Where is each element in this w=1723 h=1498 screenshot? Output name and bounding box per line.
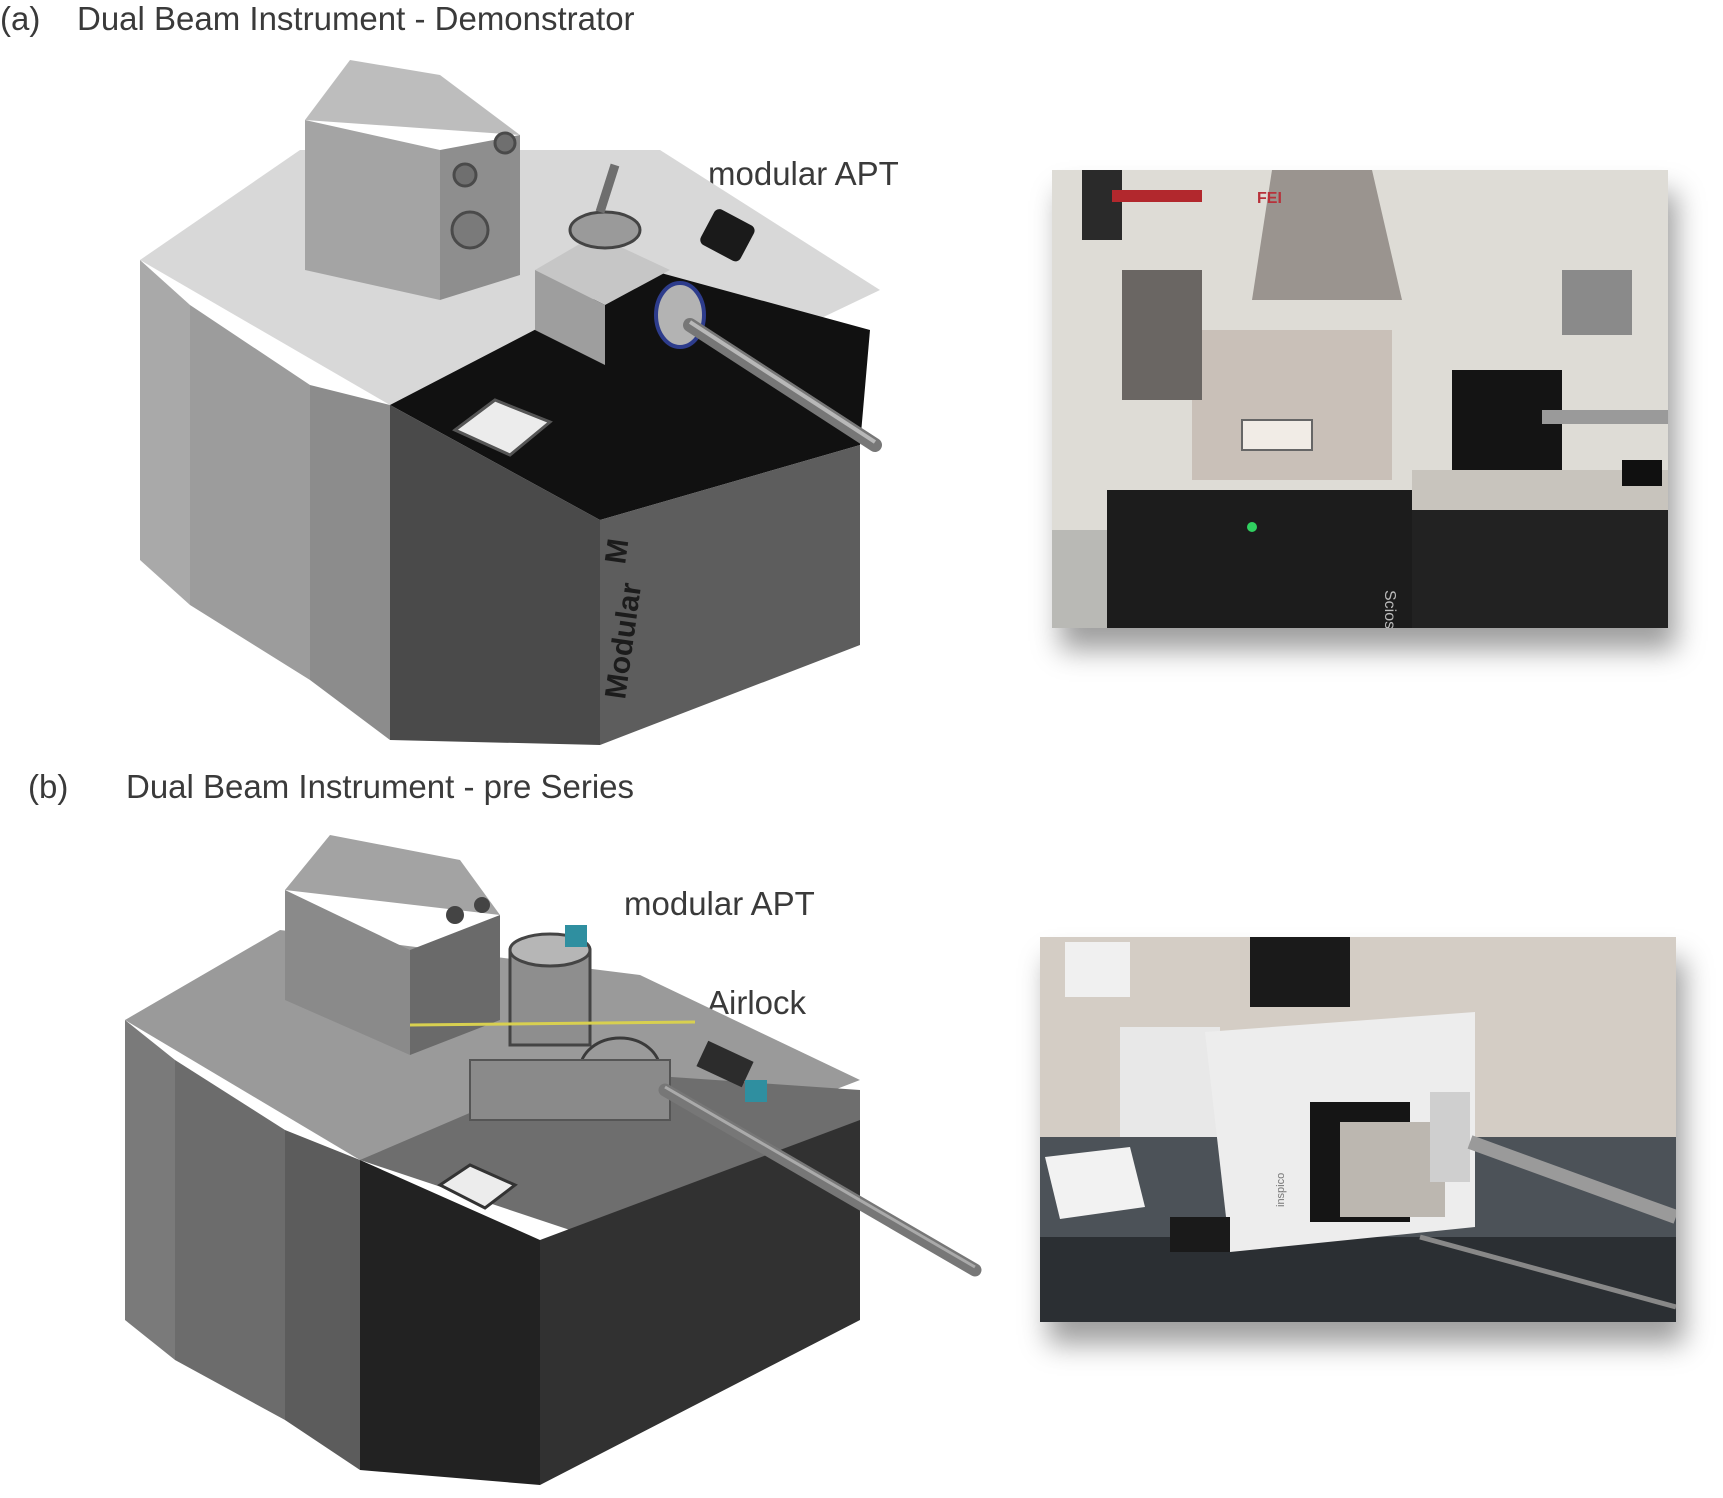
- photo-a-chamber-door: [1241, 419, 1313, 451]
- photo-a-fei-logo: FEI: [1257, 190, 1282, 207]
- panel-b-title: Dual Beam Instrument - pre Series: [126, 768, 635, 805]
- apt-valve-stem: [595, 163, 620, 214]
- pre-series-cad-rendering: [125, 835, 982, 1485]
- column-b-side: [410, 915, 500, 1055]
- demonstrator-photo-scene: FEI Scios: [1052, 170, 1668, 628]
- apt-chamber-front: [535, 270, 605, 365]
- photo-b-tablet: [1170, 1217, 1230, 1252]
- cabinet-b-right: [540, 1120, 860, 1485]
- photo-a-touch-screen: [1622, 460, 1662, 486]
- photo-a-table-base: [1412, 510, 1668, 628]
- airlock-actuator: [696, 1040, 754, 1088]
- cabinet-front: [390, 405, 600, 745]
- housing-left-face: [140, 260, 190, 605]
- cad-brand-mark: M: [599, 537, 635, 566]
- panel-a-callout-modular-apt: modular APT: [708, 155, 899, 192]
- photo-b-server-rack: [1250, 937, 1350, 1007]
- panel-b-letter: (b): [28, 768, 69, 805]
- column-top: [305, 60, 520, 135]
- control-panel-b: [437, 1163, 518, 1210]
- housing-front-face-1: [190, 305, 310, 680]
- panel-b-callout-modular-apt: modular APT: [624, 885, 815, 922]
- photo-b-rail: [1419, 1234, 1676, 1310]
- photo-b-top-detector: [1065, 942, 1130, 997]
- yellow-guide-line: [409, 1020, 696, 1027]
- column-port-3: [450, 210, 490, 250]
- panel-b-callout-airlock: Airlock: [707, 984, 807, 1021]
- transfer-rod-b: [658, 1083, 982, 1277]
- panel-a-letter: (a): [0, 0, 41, 37]
- apt-flange-top: [568, 210, 642, 250]
- photo-a-wall-cabinet: [1562, 270, 1632, 335]
- photo-b-apt-steel-box: [1340, 1122, 1445, 1217]
- photo-a-left-module: [1122, 270, 1202, 400]
- demonstrator-photo: FEI Scios: [1052, 170, 1668, 628]
- transfer-rod: [683, 318, 882, 452]
- cabinet-right: [600, 445, 860, 745]
- column-b-front: [285, 890, 410, 1055]
- cabinet-top: [390, 270, 870, 520]
- pre-series-photo-scene: inspico: [1040, 937, 1676, 1322]
- photo-a-cable-duct: [1082, 170, 1122, 240]
- photo-a-chamber: [1192, 330, 1392, 480]
- transfer-rod-b-highlight: [664, 1085, 976, 1269]
- photo-a-cabinet: [1107, 490, 1427, 628]
- housing-b-left-face: [125, 1020, 175, 1360]
- photo-b-paper-sheet: [1045, 1147, 1145, 1219]
- transfer-rod-highlight: [688, 320, 877, 444]
- apt-b-blue-sensor: [565, 925, 587, 947]
- apt-detector-box: [700, 209, 755, 262]
- demonstrator-cad-rendering: Modular M: [140, 60, 882, 745]
- airlock-blue-sensor: [745, 1080, 767, 1102]
- panel-a-title: Dual Beam Instrument - Demonstrator: [77, 0, 635, 37]
- column-b-port-2: [474, 897, 490, 913]
- column-b-top: [285, 835, 500, 915]
- photo-a-scios-label: Scios: [1381, 590, 1398, 628]
- housing-b-front-face-1: [175, 1060, 285, 1420]
- photo-a-apt-rod: [1542, 410, 1668, 424]
- column-b-port-1: [446, 906, 464, 924]
- photo-a-red-pipe: [1112, 190, 1202, 202]
- photo-b-left-module: [1120, 1027, 1220, 1137]
- column-port-2: [493, 131, 517, 155]
- photo-b-apt-cylinder: [1430, 1092, 1470, 1182]
- column-port-1: [452, 162, 478, 188]
- photo-b-transfer-rod: [1467, 1135, 1676, 1224]
- photo-b-inspico-logo: inspico: [1275, 1173, 1287, 1207]
- cabinet-b-front: [360, 1160, 540, 1485]
- housing-front-face-2: [310, 385, 390, 740]
- column-front: [305, 120, 440, 300]
- photo-a-status-led: [1247, 522, 1257, 532]
- apt-chamber-top: [535, 235, 670, 305]
- airlock-frame: [469, 1059, 671, 1121]
- pre-series-photo: inspico: [1040, 937, 1676, 1322]
- photo-a-column: [1252, 170, 1402, 300]
- housing-b-front-face-2: [285, 1130, 360, 1470]
- control-panel: [452, 398, 553, 457]
